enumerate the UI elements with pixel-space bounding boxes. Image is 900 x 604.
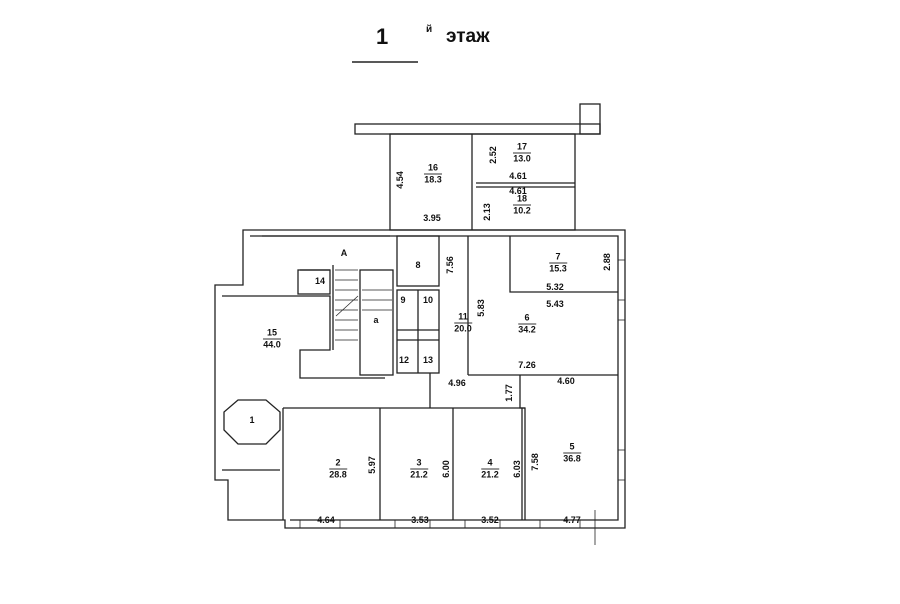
- dimension: 4.54: [395, 171, 405, 189]
- dimension: 5.43: [546, 299, 564, 309]
- dimension: 6.03: [512, 460, 522, 478]
- dimension: 7.58: [530, 453, 540, 471]
- dimension: 4.61: [509, 171, 527, 181]
- room-14-label: 14: [314, 276, 326, 286]
- dimension: 4.61: [509, 186, 527, 196]
- dimension: 7.56: [445, 256, 455, 274]
- room-9-label: 9: [400, 295, 406, 305]
- room-10-label: 10: [422, 295, 434, 305]
- floor-number: 1: [376, 24, 389, 49]
- room-1-label: 1: [249, 415, 255, 425]
- dimension: 3.52: [481, 515, 499, 525]
- dimension: 1.77: [504, 384, 514, 402]
- dimension: 5.97: [367, 456, 377, 474]
- dimension: 2.13: [482, 203, 492, 221]
- dimension: 4.64: [317, 515, 335, 525]
- dimension: 4.60: [557, 376, 575, 386]
- dimension: 5.83: [476, 299, 486, 317]
- stair-inner-label: а: [373, 315, 379, 325]
- dimension: 2.52: [488, 146, 498, 164]
- room-8-label: 8: [415, 260, 421, 270]
- dimension: 4.96: [448, 378, 466, 388]
- room-12-label: 12: [398, 355, 410, 365]
- floor-suffix: й: [426, 24, 433, 35]
- stair-label-a: А: [340, 248, 348, 258]
- dimension: 4.77: [563, 515, 581, 525]
- dimension: 3.53: [411, 515, 429, 525]
- dimension: 5.32: [546, 282, 564, 292]
- floor-word: этаж: [446, 26, 490, 47]
- dimension: 3.95: [423, 213, 441, 223]
- room-13-label: 13: [422, 355, 434, 365]
- dimension: 2.88: [602, 253, 612, 271]
- dimension: 7.26: [518, 360, 536, 370]
- dimension: 6.00: [441, 460, 451, 478]
